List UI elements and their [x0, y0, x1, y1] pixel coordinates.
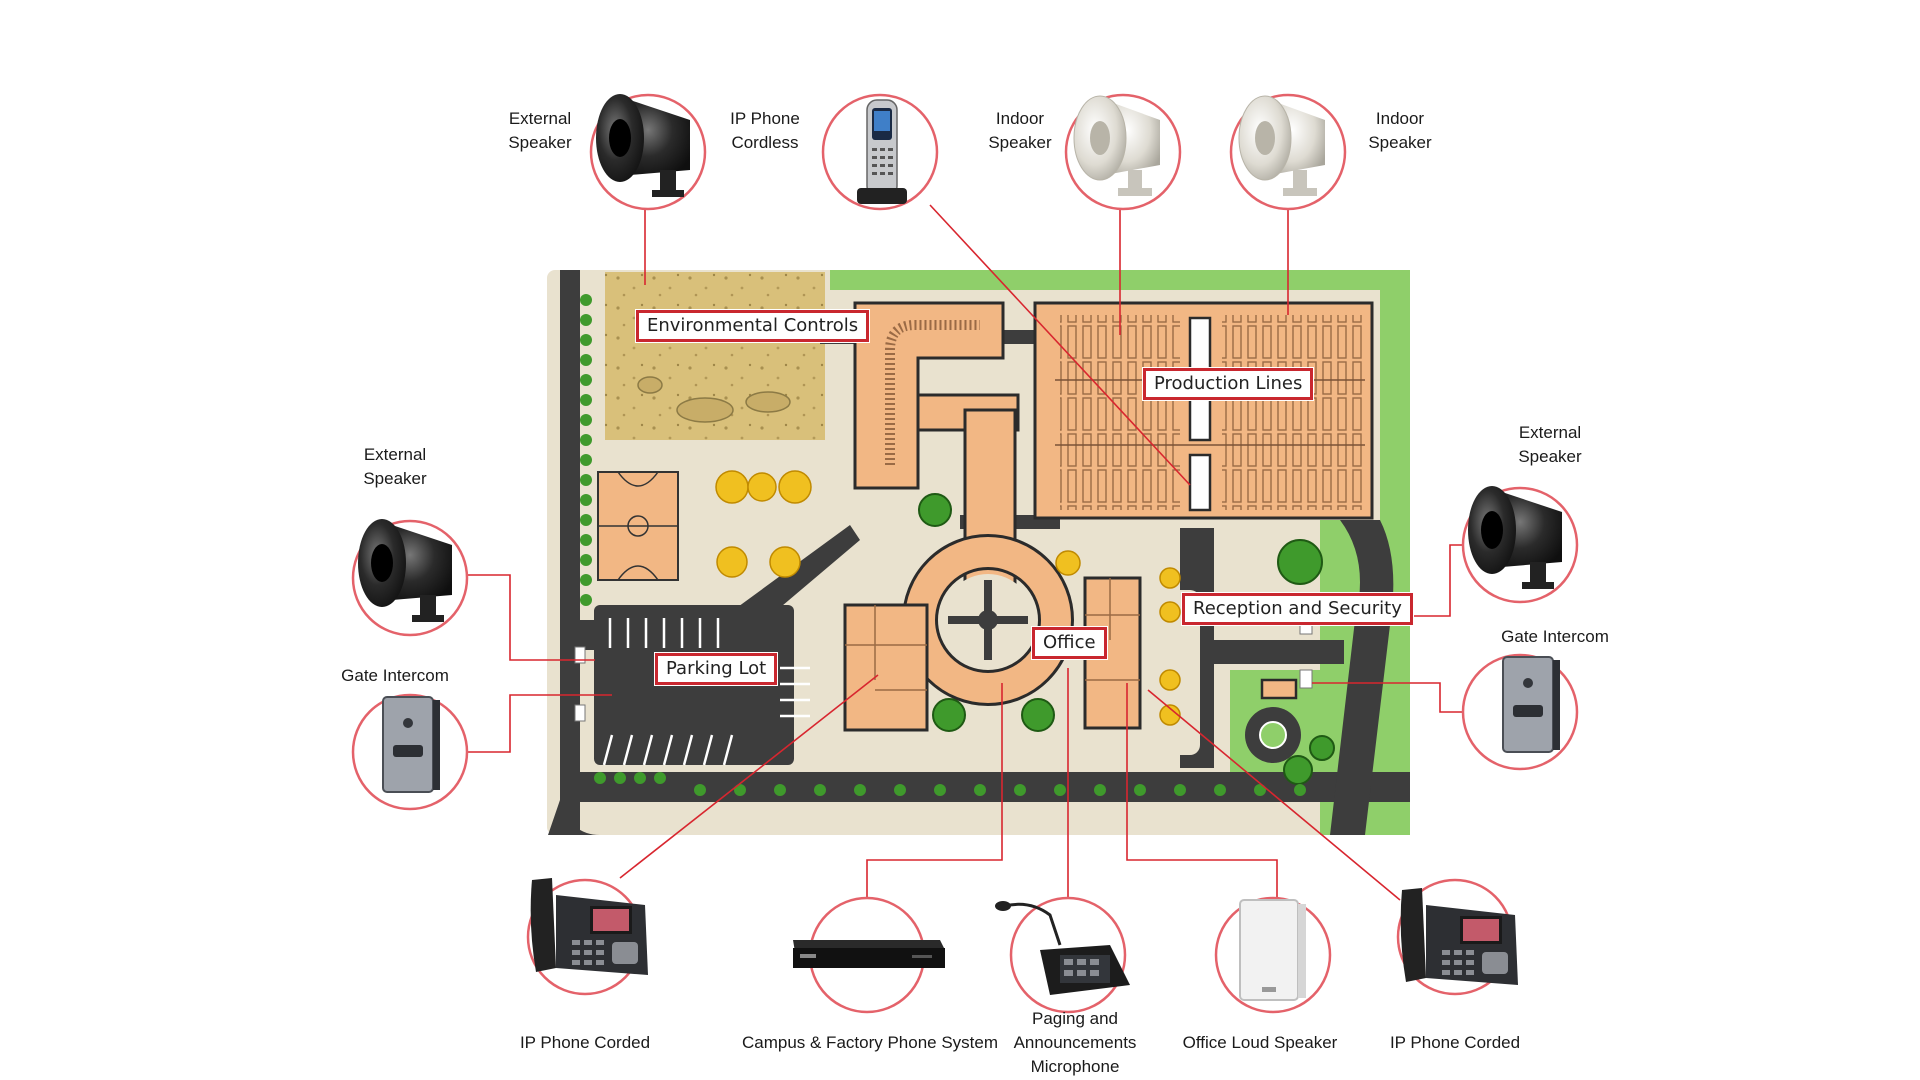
desk-phone-icon — [526, 878, 648, 996]
environmental-controls-corridor — [885, 320, 980, 465]
label-line: IP Phone — [730, 109, 800, 128]
hedge-row — [580, 294, 1306, 796]
label-line: External — [1518, 423, 1582, 442]
label-gate-intercom-left: Gate Intercom — [320, 664, 470, 688]
trees — [918, 493, 1335, 785]
gate-marker — [574, 646, 586, 664]
roundabout-island — [1259, 721, 1287, 749]
label-line: Speaker — [1368, 133, 1432, 152]
external-speaker-icon — [351, 519, 469, 637]
label-paging-microphone: Paging and Announcements Microphone — [1000, 1007, 1150, 1079]
label-external-speaker-right: External Speaker — [1500, 421, 1600, 469]
label-line: Indoor — [995, 109, 1045, 128]
label-external-speaker-top: External Speaker — [490, 107, 590, 155]
zone-label-reception-security: Reception and Security — [1182, 593, 1413, 625]
desk-phone-icon — [1396, 878, 1518, 996]
label-line: IP Phone Corded — [1389, 1033, 1521, 1052]
label-line: Microphone — [1030, 1057, 1120, 1076]
campus-map — [547, 270, 1410, 835]
label-line: Indoor — [1375, 109, 1425, 128]
label-line: Announcements — [1013, 1033, 1137, 1052]
flower-beds — [715, 470, 1181, 726]
label-line: IP Phone Corded — [519, 1033, 651, 1052]
label-line: External — [508, 109, 572, 128]
zone-label-environmental-controls: Environmental Controls — [636, 310, 870, 342]
label-line: Speaker — [508, 133, 572, 152]
label-line: Cordless — [731, 133, 799, 152]
phone-system-icon — [793, 896, 945, 1014]
label-line: External — [363, 445, 427, 464]
parking-bays — [602, 618, 810, 766]
indoor-speaker-icon — [1229, 93, 1347, 211]
label-line: Speaker — [988, 133, 1052, 152]
label-line: Paging and — [1031, 1009, 1119, 1028]
gate-marker — [574, 704, 586, 722]
zone-label-parking-lot: Parking Lot — [655, 653, 778, 685]
label-line: Gate Intercom — [1501, 627, 1609, 646]
indoor-speaker-icon — [1064, 93, 1182, 211]
gate-marker — [1299, 669, 1313, 689]
device-circles — [351, 93, 1579, 1014]
label-line: Speaker — [1518, 447, 1582, 466]
connector-lines — [466, 204, 1470, 905]
gate-intercom-icon — [1461, 653, 1579, 771]
production-divider — [1188, 453, 1212, 512]
label-line: Campus & Factory Phone System — [741, 1033, 999, 1052]
courtyard-fountain — [978, 610, 998, 630]
external-speaker-icon — [1461, 486, 1579, 604]
sand-patch — [745, 391, 791, 413]
zone-label-production-lines: Production Lines — [1143, 368, 1314, 400]
label-ip-phone-cordless: IP Phone Cordless — [715, 107, 815, 155]
label-phone-system: Campus & Factory Phone System — [725, 1031, 1015, 1055]
label-ip-phone-corded-right: IP Phone Corded — [1370, 1031, 1540, 1055]
sand-patch — [637, 376, 663, 394]
label-line: Office Loud Speaker — [1182, 1033, 1338, 1052]
basketball-court — [597, 471, 679, 581]
production-benches — [1060, 315, 1180, 510]
zone-label-office: Office — [1032, 627, 1107, 659]
paging-microphone-icon — [995, 896, 1130, 1014]
label-line: Speaker — [363, 469, 427, 488]
label-external-speaker-left: External Speaker — [345, 443, 445, 491]
label-gate-intercom-right: Gate Intercom — [1480, 625, 1630, 649]
external-speaker-icon — [589, 93, 707, 211]
cordless-phone-icon — [821, 93, 939, 211]
gate-intercom-icon — [351, 693, 469, 811]
label-office-loud-speaker: Office Loud Speaker — [1165, 1031, 1355, 1055]
label-indoor-speaker-2: Indoor Speaker — [1350, 107, 1450, 155]
production-benches — [1222, 315, 1362, 510]
label-line: Gate Intercom — [341, 666, 449, 685]
wall-speaker-icon — [1214, 896, 1332, 1014]
office-wing-building — [843, 603, 929, 732]
reception-building — [1260, 678, 1298, 700]
office-rooms — [845, 578, 1140, 691]
label-indoor-speaker-1: Indoor Speaker — [970, 107, 1070, 155]
sand-patch — [676, 397, 734, 423]
label-ip-phone-corded-left: IP Phone Corded — [500, 1031, 670, 1055]
